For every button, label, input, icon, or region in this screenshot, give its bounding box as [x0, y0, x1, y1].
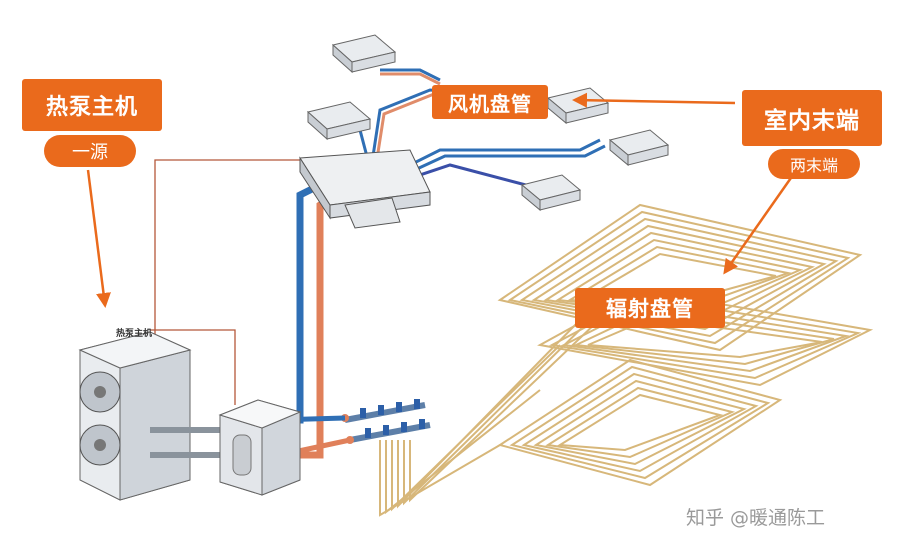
radiant-feed-lines — [379, 299, 621, 517]
watermark: 知乎 @暖通陈工 — [686, 507, 826, 529]
heat-pump-pipes — [150, 427, 225, 458]
fan-coil-unit-5 — [520, 174, 582, 212]
heat-pump-unit — [78, 331, 192, 501]
heat-pump-label: 热泵主机 — [22, 79, 162, 131]
fan-coil-unit-2 — [306, 101, 372, 141]
heat-pump-unit-text: 热泵主机 — [116, 329, 153, 339]
air-handler-unit — [299, 149, 431, 229]
fan-coil-label: 风机盘管 — [432, 85, 548, 119]
source-label: 一源 — [44, 135, 136, 167]
floor-manifold — [341, 399, 431, 444]
radiant-coil-label: 辐射盘管 — [575, 288, 725, 328]
fan-coil-unit-1 — [331, 34, 397, 74]
indoor-terminal-label: 室内末端 — [742, 90, 882, 146]
fan-coil-unit-4 — [608, 129, 670, 167]
pointer-arrows — [86, 92, 795, 308]
two-terminals-label: 两末端 — [768, 149, 860, 179]
fan-coil-unit-3 — [546, 87, 610, 125]
buffer-tank-unit — [218, 399, 302, 496]
